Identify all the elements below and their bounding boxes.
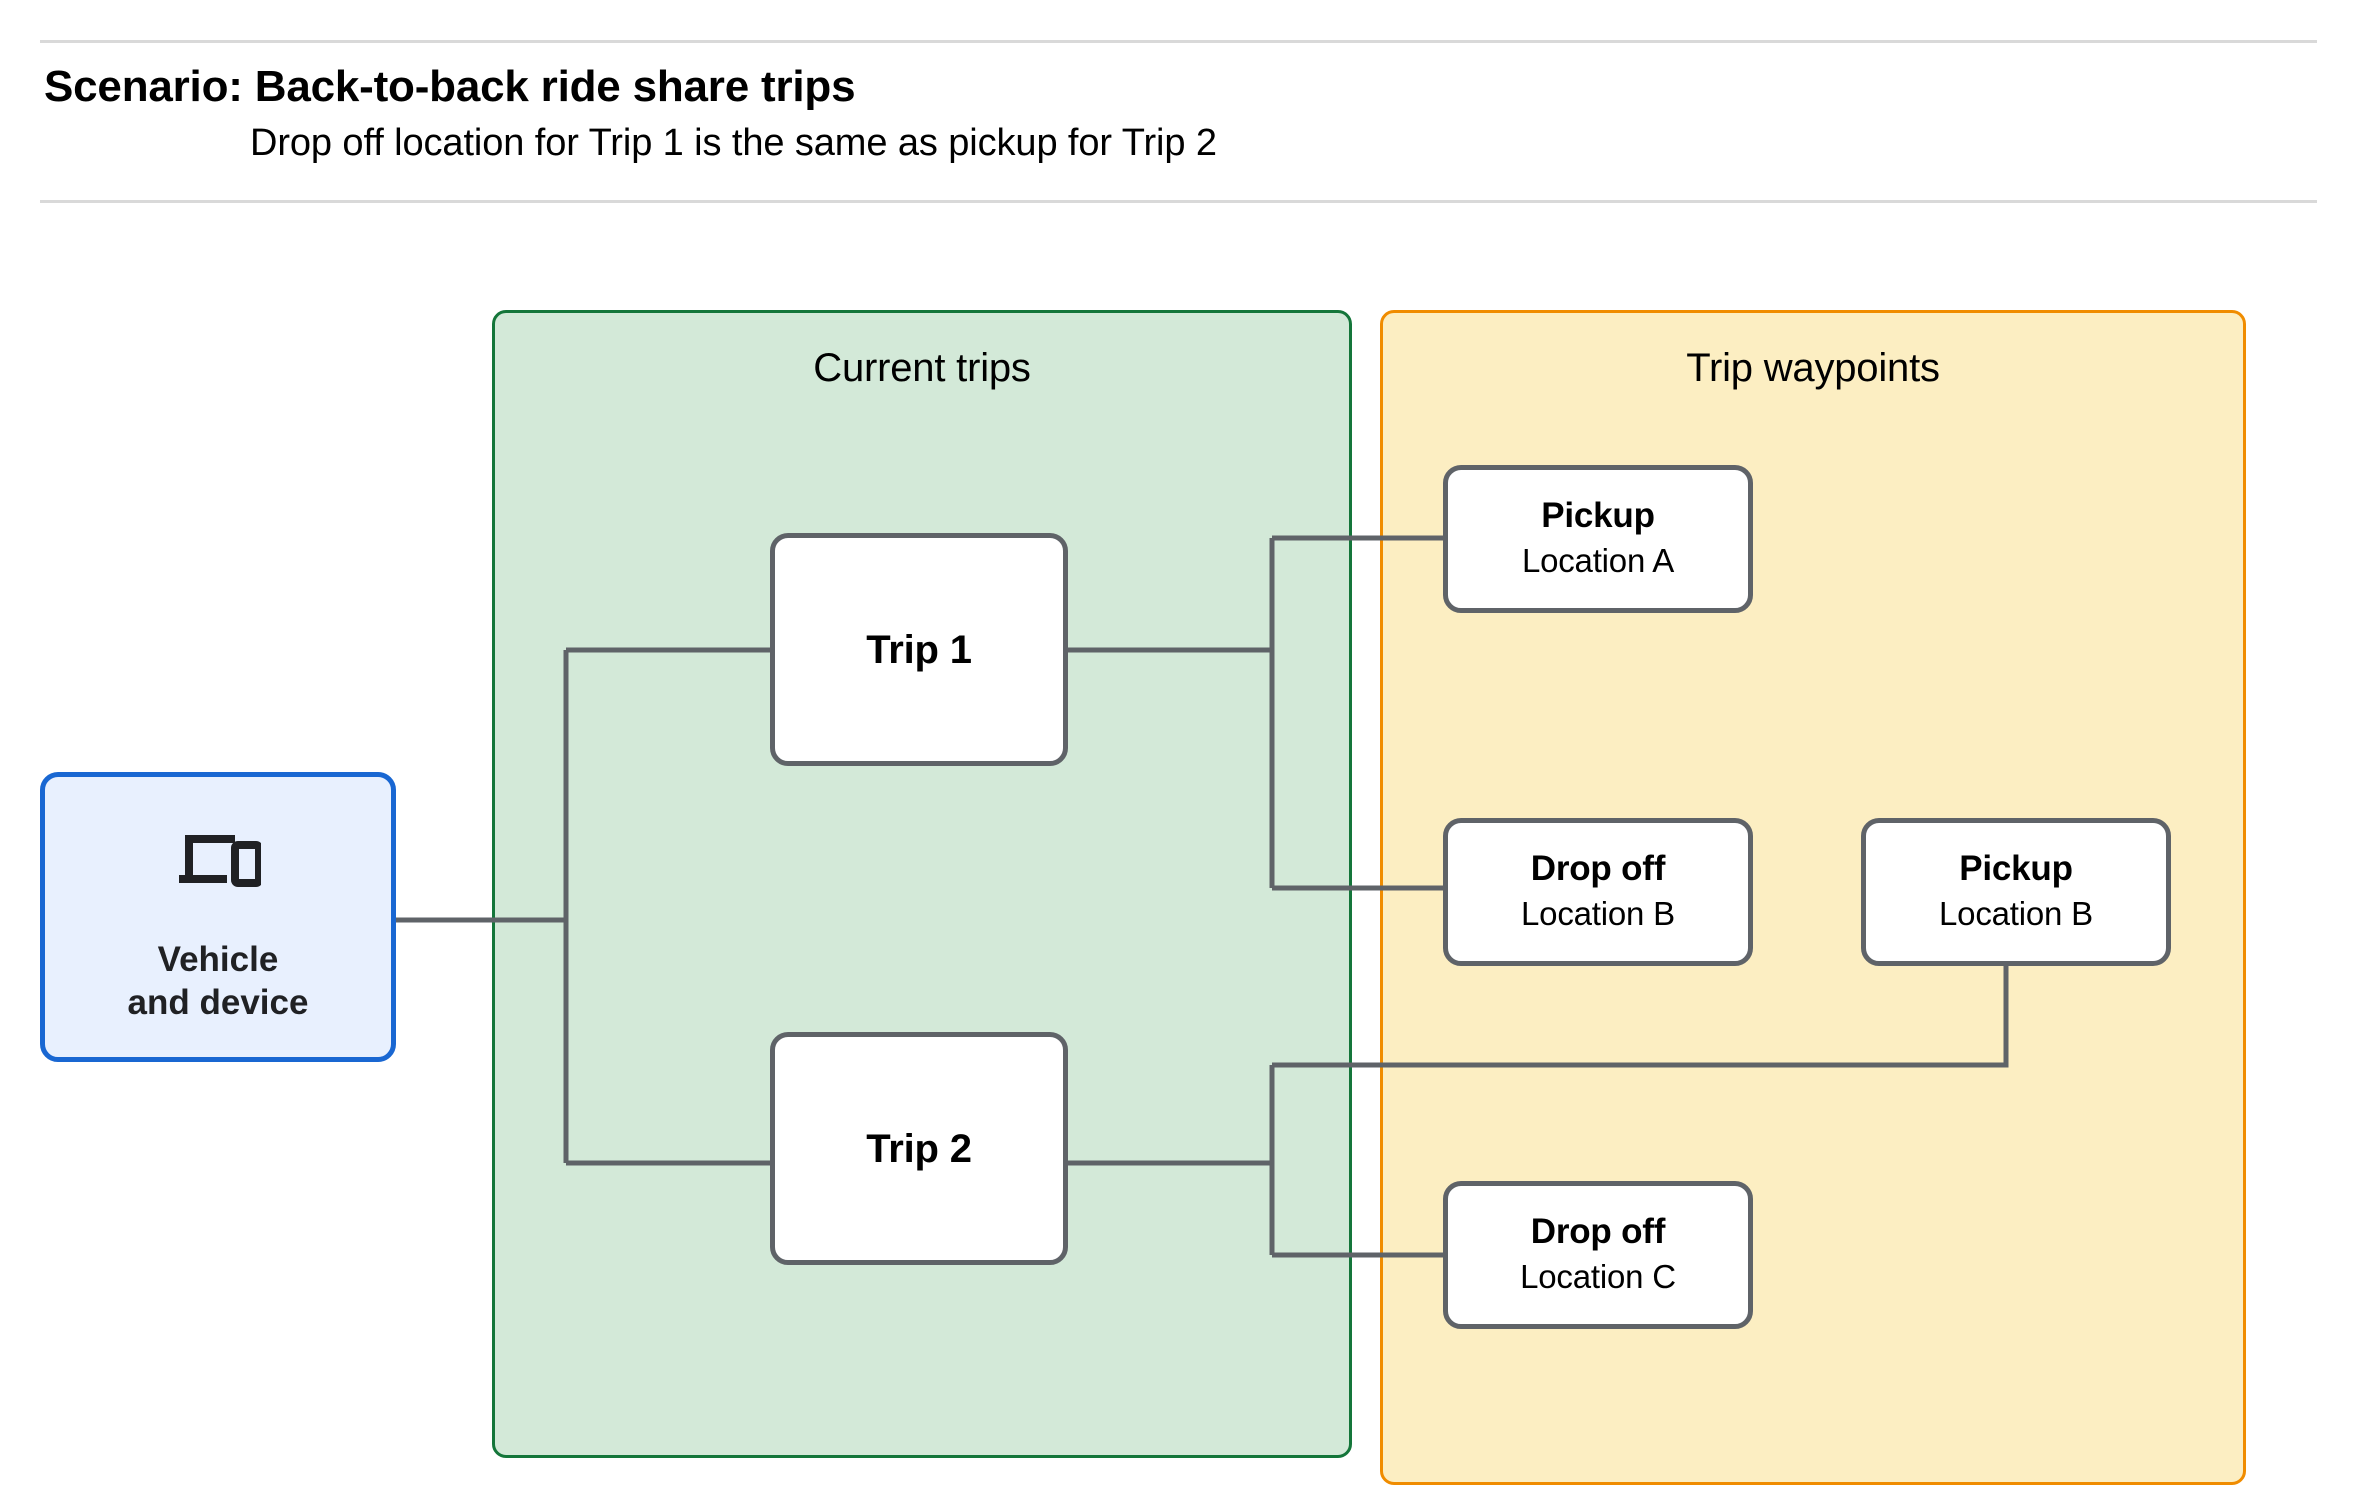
dropoff-c-title: Drop off: [1530, 1212, 1666, 1252]
node-trip-2[interactable]: Trip 2: [770, 1032, 1068, 1265]
pickup-b-title: Pickup: [1959, 849, 2073, 889]
pickup-a-title: Pickup: [1541, 496, 1655, 536]
vehicle-label-line1: Vehicle: [157, 940, 279, 979]
laptop-and-phone-icon: [179, 835, 261, 887]
node-trip-1[interactable]: Trip 1: [770, 533, 1068, 766]
dropoff-b-subtitle: Location B: [1521, 894, 1675, 932]
node-trip-1-label: Trip 1: [866, 627, 972, 672]
node-trip-2-label: Trip 2: [866, 1126, 972, 1171]
vehicle-label: Vehicle and device: [128, 939, 309, 1024]
pickup-a-subtitle: Location A: [1521, 541, 1675, 579]
panel-trip-waypoints-title: Trip waypoints: [1686, 346, 1940, 390]
node-pickup-location-b[interactable]: Pickup Location B: [1861, 818, 2171, 966]
node-vehicle-and-device[interactable]: Vehicle and device: [40, 772, 396, 1062]
header-divider-top: [40, 40, 2317, 43]
panel-current-trips: Current trips: [492, 310, 1352, 1458]
dropoff-c-subtitle: Location C: [1520, 1257, 1676, 1295]
node-pickup-location-a[interactable]: Pickup Location A: [1443, 465, 1753, 613]
header-divider-bottom: [40, 200, 2317, 203]
page-title: Scenario: Back-to-back ride share trips: [44, 62, 856, 111]
pickup-b-subtitle: Location B: [1939, 894, 2093, 932]
vehicle-label-line2: and device: [127, 982, 309, 1022]
node-dropoff-location-b[interactable]: Drop off Location B: [1443, 818, 1753, 966]
node-dropoff-location-c[interactable]: Drop off Location C: [1443, 1181, 1753, 1329]
panel-current-trips-title: Current trips: [813, 346, 1031, 390]
page-subtitle: Drop off location for Trip 1 is the same…: [250, 122, 1217, 164]
dropoff-b-title: Drop off: [1530, 849, 1666, 889]
